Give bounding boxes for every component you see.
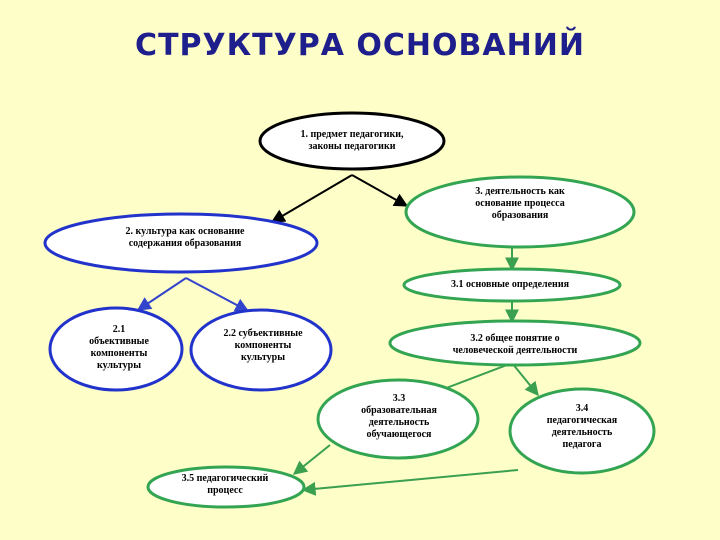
node-32-shape xyxy=(388,319,642,367)
arrow-n2-n21 xyxy=(136,277,187,311)
arrow-n1-n3 xyxy=(351,174,409,207)
node-31-shape xyxy=(402,267,622,303)
arrow-n2-n22 xyxy=(185,277,250,312)
node-33-label: 3.3 образовательная деятельность обучающ… xyxy=(361,393,437,440)
arrow-n1-n2 xyxy=(270,174,353,223)
node-1-label: 1. предмет педагогики, законы педагогики xyxy=(300,129,404,152)
node-31-label: 3.1 основные определения xyxy=(451,279,569,290)
node-34-shape xyxy=(508,387,656,475)
node-21-shape xyxy=(48,306,184,392)
node-shapes xyxy=(43,111,656,509)
node-3-shape xyxy=(404,175,636,249)
arrow-n32-n34 xyxy=(511,362,539,397)
node-2-shape xyxy=(43,212,319,274)
node-33-shape xyxy=(316,378,480,460)
node-35-shape xyxy=(146,465,306,509)
node-32-label: 3.2 общее понятие о человеческой деятель… xyxy=(452,333,578,356)
node-3-label: 3. деятельность как основание процесса о… xyxy=(475,186,565,221)
node-35-label: 3.5 педагогический процесс xyxy=(181,473,269,496)
node-21-label: 2.1 объективные компоненты культуры xyxy=(89,324,149,371)
arrow-n34-n35 xyxy=(301,469,519,496)
node-34-label: 3.4 педагогическая деятельность педагога xyxy=(546,403,618,450)
node-2-label: 2. культура как основание содержания обр… xyxy=(125,226,245,249)
arrow-n33-n35 xyxy=(292,444,331,475)
node-22-shape xyxy=(189,308,333,392)
node-22-label: 2.2 субъективные компоненты культуры xyxy=(223,328,303,363)
node-1-shape xyxy=(258,111,446,171)
page-title: СТРУКТУРА ОСНОВАНИЙ xyxy=(135,28,585,63)
